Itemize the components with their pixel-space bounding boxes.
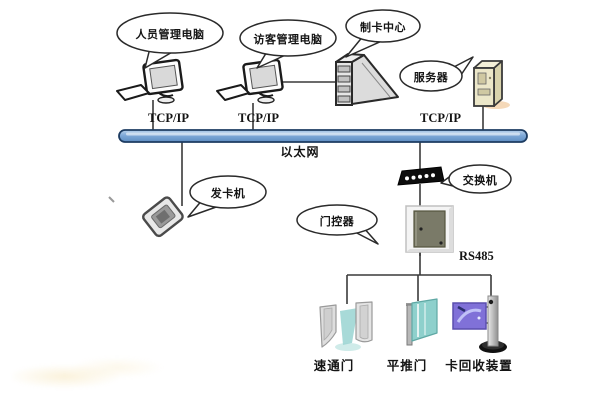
bubble-door-controller [296, 204, 378, 236]
bubble-personnel-pc [116, 12, 224, 54]
label-tcpip-1: TCP/IP [148, 111, 189, 125]
label-card-center: 制卡中心 [360, 22, 406, 34]
speed-gate-icon [319, 301, 373, 351]
ethernet-bus-bar [118, 129, 528, 143]
connector-lines [152, 81, 492, 304]
label-ethernet: 以太网 [280, 145, 320, 159]
bubble-switch [448, 164, 512, 194]
sliding-door-icon [406, 298, 438, 346]
label-personnel-pc: 人员管理电脑 [135, 29, 205, 41]
label-server: 服务器 [413, 72, 449, 84]
label-door-controller: 门控器 [319, 216, 355, 228]
label-rs485: RS485 [459, 249, 494, 263]
bubble-visitor-pc [239, 19, 337, 57]
bubble-card-center [345, 9, 421, 43]
desktop-computer-icon [216, 58, 284, 104]
desktop-computer-icon [116, 58, 184, 104]
card-recycler-icon [452, 295, 507, 353]
label-card-recycler: 卡回收装置 [445, 359, 513, 373]
label-tcpip-2: TCP/IP [238, 111, 279, 125]
bubble-server [399, 60, 463, 92]
label-speed-gate: 速通门 [313, 359, 355, 373]
server-tower-icon [473, 60, 510, 109]
tower-workstation-icon [335, 53, 399, 106]
label-switch: 交换机 [462, 175, 498, 187]
label-card-issuer: 发卡机 [210, 188, 246, 200]
label-visitor-pc: 访客管理电脑 [253, 34, 323, 46]
network-switch-icon [397, 166, 445, 186]
door-controller-cabinet-icon [405, 205, 454, 253]
card-issuer-device-icon [108, 196, 184, 238]
label-sliding-door: 平推门 [386, 359, 428, 373]
label-tcpip-3: TCP/IP [420, 111, 461, 125]
bubble-card-issuer [189, 175, 267, 209]
